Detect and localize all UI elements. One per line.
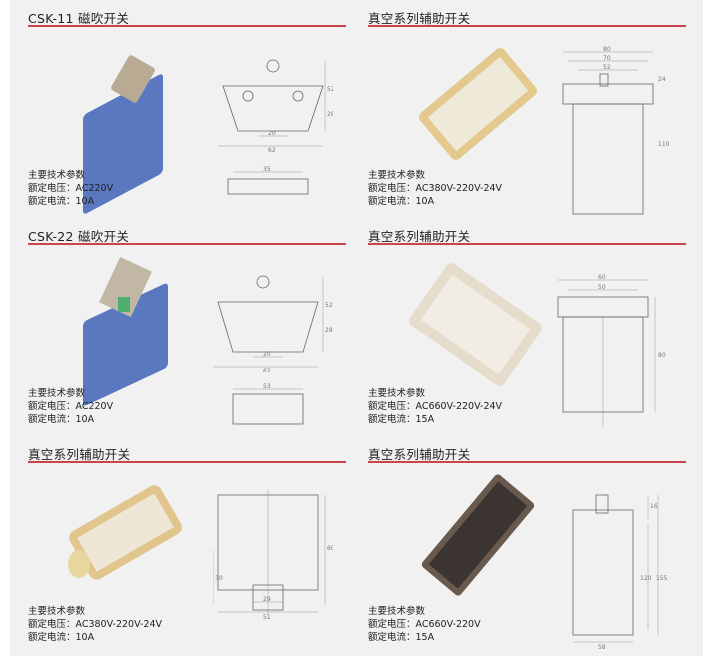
title-divider <box>368 243 686 245</box>
spec-heading: 主要技术参数 <box>28 606 86 617</box>
svg-text:155: 155 <box>656 575 668 582</box>
spec-voltage: 额定电压：AC380V-220V-24V <box>368 183 503 194</box>
product-vacuum-aux-3: 真空系列辅助开关 60 30 29 51 主要技术参数 额定电压：AC380V-22… <box>28 440 346 656</box>
spec-voltage: 额定电压：AC660V-220V <box>368 619 481 630</box>
spec-list: 主要技术参数 额定电压：AC380V-220V-24V 额定电流：10A <box>28 605 162 644</box>
svg-text:53: 53 <box>263 383 271 390</box>
spec-list: 主要技术参数 额定电压：AC220V 额定电流：10A <box>28 169 113 208</box>
svg-text:70: 70 <box>603 55 611 62</box>
spec-current: 额定电流：10A <box>28 632 95 643</box>
product-title: 真空系列辅助开关 <box>368 11 471 26</box>
product-photo <box>413 45 540 163</box>
svg-text:120: 120 <box>640 575 652 582</box>
title-divider <box>28 243 346 245</box>
svg-text:50: 50 <box>598 284 606 291</box>
title-divider <box>368 25 686 27</box>
product-photo <box>63 252 193 407</box>
spec-heading: 主要技术参数 <box>368 606 426 617</box>
product-photo <box>58 480 188 590</box>
product-photo <box>403 470 536 610</box>
svg-text:62: 62 <box>268 147 276 154</box>
spec-list: 主要技术参数 额定电压：AC660V-220V-24V 额定电流：15A <box>368 387 502 426</box>
svg-text:51: 51 <box>263 614 271 620</box>
product-title: 真空系列辅助开关 <box>28 447 131 462</box>
spec-heading: 主要技术参数 <box>368 170 426 181</box>
svg-text:35: 35 <box>263 166 271 173</box>
spec-current: 额定电流：10A <box>368 196 435 207</box>
dimension-drawing: 60 50 80 <box>557 274 666 427</box>
product-title: 真空系列辅助开关 <box>368 229 471 244</box>
product-csk-11: CSK-11 磁吹开关 20 62 52 28 35 主要技术参数 额定电压：AC2… <box>28 4 346 220</box>
svg-text:52: 52 <box>325 302 333 309</box>
spec-voltage: 额定电压：AC220V <box>28 183 114 194</box>
spec-voltage: 额定电压：AC660V-220V-24V <box>368 401 503 412</box>
svg-text:110: 110 <box>658 141 670 148</box>
product-vacuum-aux-1: 真空系列辅助开关 80 70 52 24 110 主要技术参数 额定电压：AC380V… <box>368 4 686 220</box>
product-csk-22: CSK-22 磁吹开关 20 62 52 28 53 主要技术参数 额定电压：AC2… <box>28 222 346 438</box>
svg-text:52: 52 <box>327 86 333 93</box>
dimension-drawing-top: 53 <box>232 383 304 425</box>
svg-text:28: 28 <box>327 111 333 118</box>
product-title: CSK-11 磁吹开关 <box>28 11 130 26</box>
dimension-drawing: 60 30 29 51 <box>213 490 333 620</box>
spec-heading: 主要技术参数 <box>28 388 86 399</box>
svg-text:80: 80 <box>603 46 611 53</box>
spec-list: 主要技术参数 额定电压：AC380V-220V-24V 额定电流：10A <box>368 169 502 208</box>
dimension-drawing: 16 120 155 58 <box>572 494 668 650</box>
spec-list: 主要技术参数 额定电压：AC220V 额定电流：10A <box>28 387 113 426</box>
product-vacuum-aux-4: 真空系列辅助开关 16 120 155 58 主要技术参数 额定电压：AC660V-… <box>368 440 686 656</box>
svg-text:52: 52 <box>603 64 611 71</box>
spec-heading: 主要技术参数 <box>368 388 426 399</box>
dimension-drawing: 80 70 52 24 110 <box>562 46 670 215</box>
title-divider <box>28 25 346 27</box>
product-photo <box>403 257 545 389</box>
svg-text:58: 58 <box>598 644 606 650</box>
product-title: 真空系列辅助开关 <box>368 447 471 462</box>
spec-list: 主要技术参数 额定电压：AC660V-220V 额定电流：15A <box>368 605 481 644</box>
spec-voltage: 额定电压：AC380V-220V-24V <box>28 619 163 630</box>
dimension-drawing-front: 20 62 52 28 <box>218 59 333 154</box>
svg-text:80: 80 <box>658 352 666 359</box>
svg-text:62: 62 <box>263 368 271 372</box>
product-photo <box>63 54 183 216</box>
svg-text:30: 30 <box>215 575 223 582</box>
product-vacuum-aux-2: 真空系列辅助开关 60 50 80 主要技术参数 额定电压：AC660V-220V-… <box>368 222 686 438</box>
svg-text:24: 24 <box>658 76 666 83</box>
spec-current: 额定电流：10A <box>28 196 95 207</box>
svg-text:28: 28 <box>325 327 333 334</box>
spec-current: 额定电流：15A <box>368 414 435 425</box>
svg-text:29: 29 <box>263 596 271 603</box>
dimension-drawing-top: 35 <box>227 166 309 195</box>
spec-heading: 主要技术参数 <box>28 170 86 181</box>
svg-text:16: 16 <box>650 503 658 510</box>
svg-text:20: 20 <box>268 130 276 137</box>
spec-voltage: 额定电压：AC220V <box>28 401 114 412</box>
svg-text:60: 60 <box>327 545 333 552</box>
title-divider <box>28 461 346 463</box>
dimension-drawing-front: 20 62 52 28 <box>213 275 333 372</box>
spec-current: 额定电流：10A <box>28 414 95 425</box>
product-title: CSK-22 磁吹开关 <box>28 229 130 244</box>
spec-current: 额定电流：15A <box>368 632 435 643</box>
svg-text:20: 20 <box>263 351 271 358</box>
svg-text:60: 60 <box>598 274 606 281</box>
title-divider <box>368 461 686 463</box>
